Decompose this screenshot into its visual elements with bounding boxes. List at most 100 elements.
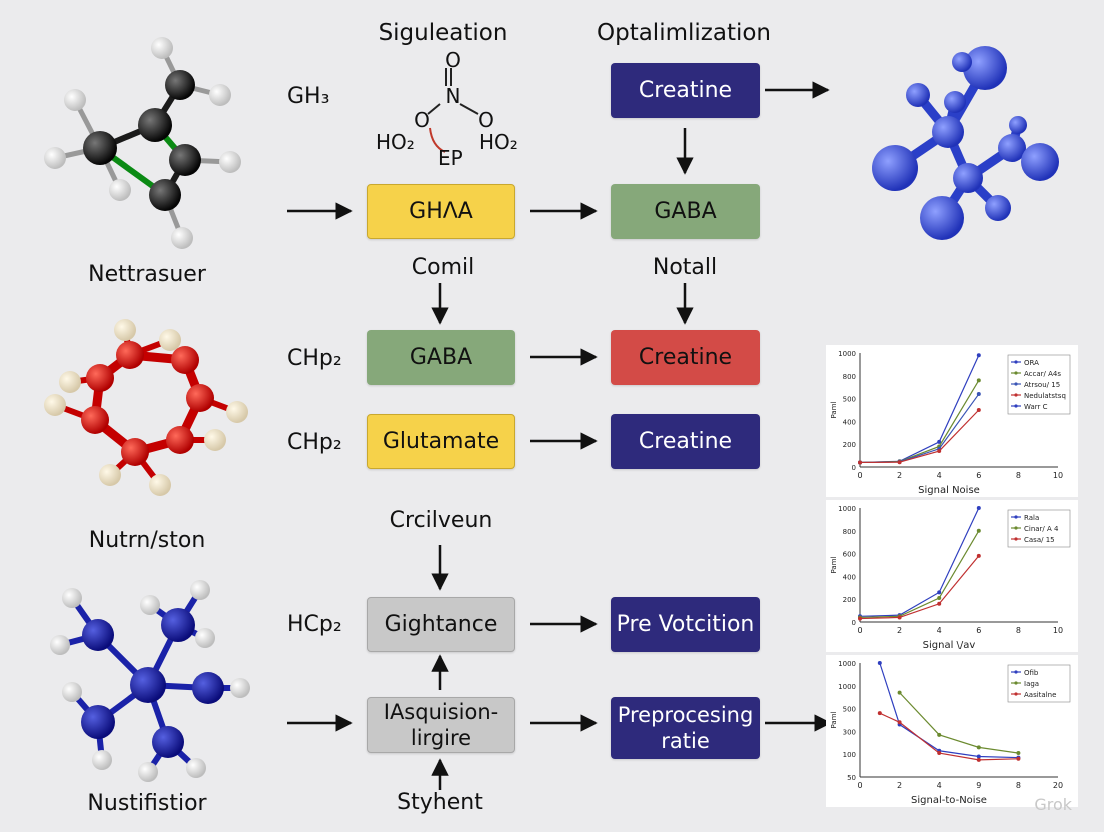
data-point — [976, 392, 981, 397]
legend-marker — [1014, 526, 1018, 530]
box-creatine-navy: Creatine — [611, 414, 760, 469]
y-tick-label: 800 — [843, 528, 856, 536]
flow-label-comil: Comil — [411, 255, 475, 280]
y-tick-label: 800 — [843, 373, 856, 381]
series-line — [859, 530, 980, 619]
legend-label: Warr C — [1024, 403, 1048, 411]
data-point — [937, 596, 942, 601]
legend-label: Rala — [1024, 514, 1039, 522]
box-gaba-mid: GABA — [367, 330, 515, 385]
legend-label: Casa/ 15 — [1024, 536, 1055, 544]
data-point — [976, 506, 981, 510]
data-point — [858, 460, 862, 465]
molecule-label-top: Nettrasuer — [88, 262, 206, 287]
legend-label: Ofib — [1024, 669, 1039, 677]
formula-ho2-left: HO₂ — [376, 130, 415, 154]
x-tick-label: 8 — [1016, 781, 1021, 790]
y-tick-label: 0 — [852, 619, 856, 627]
x-tick-label: 8 — [1016, 471, 1021, 480]
x-tick-label: 9 — [976, 781, 981, 790]
y-tick-label: 200 — [843, 441, 856, 449]
x-tick-label: 2 — [897, 471, 902, 480]
molecule-navy-icon — [50, 580, 250, 782]
data-point — [897, 720, 902, 725]
y-tick-label: 1000 — [838, 505, 856, 513]
y-axis-label: Paml — [830, 401, 838, 418]
data-point — [937, 751, 942, 756]
box-creatine-top: Creatine — [611, 63, 760, 118]
side-label-chp2-b: CHp₂ — [287, 430, 342, 455]
data-point — [937, 590, 942, 595]
legend-marker — [1014, 692, 1018, 696]
y-tick-label: 400 — [843, 418, 856, 426]
data-point — [937, 439, 942, 444]
y-tick-label: 600 — [843, 551, 856, 559]
y-tick-label: 1000 — [838, 350, 856, 358]
formula-bonds — [427, 68, 479, 153]
legend-marker — [1014, 382, 1018, 386]
box-gightance: Gightance — [367, 597, 515, 652]
side-label-chp2-a: CHp₂ — [287, 346, 342, 371]
formula-o-right: O — [478, 108, 494, 132]
y-tick-label: 1000 — [838, 660, 856, 668]
legend-label: Iaga — [1024, 680, 1039, 688]
x-tick-label: 10 — [1053, 626, 1063, 635]
x-tick-label: 0 — [857, 781, 862, 790]
series-line — [879, 662, 1019, 759]
box-creatine-red: Creatine — [611, 330, 760, 385]
legend-marker — [1014, 371, 1018, 375]
data-point — [937, 732, 942, 737]
legend-marker — [1014, 393, 1018, 397]
legend-label: Accar/ A4s — [1024, 370, 1061, 378]
flow-label-notall: Notall — [652, 255, 718, 280]
legend-label: Atrsou/ 15 — [1024, 381, 1060, 389]
data-point — [1016, 751, 1021, 756]
x-tick-label: 6 — [976, 626, 981, 635]
watermark: Grok — [1034, 795, 1072, 814]
data-point — [976, 378, 981, 383]
legend-marker — [1014, 360, 1018, 364]
formula-ep: EP — [438, 146, 463, 170]
data-point — [976, 553, 981, 558]
series-line — [879, 712, 1019, 761]
y-tick-label: 300 — [843, 728, 856, 736]
legend-label: Nedulatstsq — [1024, 392, 1066, 400]
y-tick-label: 400 — [843, 573, 856, 581]
molecule-label-bottom: Nustifistior — [87, 791, 207, 816]
data-point — [897, 460, 902, 465]
flow-arrows — [287, 81, 832, 790]
formula-n: N — [445, 84, 461, 108]
x-tick-label: 2 — [897, 781, 902, 790]
y-tick-label: 50 — [847, 774, 856, 782]
x-tick-label: 6 — [976, 471, 981, 480]
legend-marker — [1014, 537, 1018, 541]
legend-label: Aasitalne — [1024, 691, 1056, 699]
molecule-blue-icon — [872, 46, 1059, 240]
x-tick-label: 4 — [937, 626, 942, 635]
molecule-label-middle: Nutrn/ston — [88, 528, 206, 553]
data-point — [976, 757, 981, 762]
x-axis-label: Signal-to-Noise — [911, 795, 987, 806]
box-preprocesing: Preprocesing ratie — [611, 697, 760, 759]
flow-label-styhent: Styhent — [397, 790, 483, 815]
x-tick-label: 0 — [857, 471, 862, 480]
series-line — [859, 555, 980, 620]
data-point — [897, 690, 902, 695]
legend-label: Cinar/ A 4 — [1024, 525, 1059, 533]
box-glutamate: Glutamate — [367, 414, 515, 469]
formula-o-top: O — [445, 48, 461, 72]
box-pre-votcition: Pre Votcition — [611, 597, 760, 652]
series-line — [899, 692, 1019, 754]
box-iasquision: IAsquision- lirgire — [367, 697, 515, 753]
data-point — [858, 616, 862, 621]
formula-ho2-right: HO₂ — [479, 130, 518, 154]
x-tick-label: 10 — [1053, 471, 1063, 480]
y-axis-label: Paml — [830, 711, 838, 728]
x-axis-label: Signal \/av — [923, 640, 976, 651]
